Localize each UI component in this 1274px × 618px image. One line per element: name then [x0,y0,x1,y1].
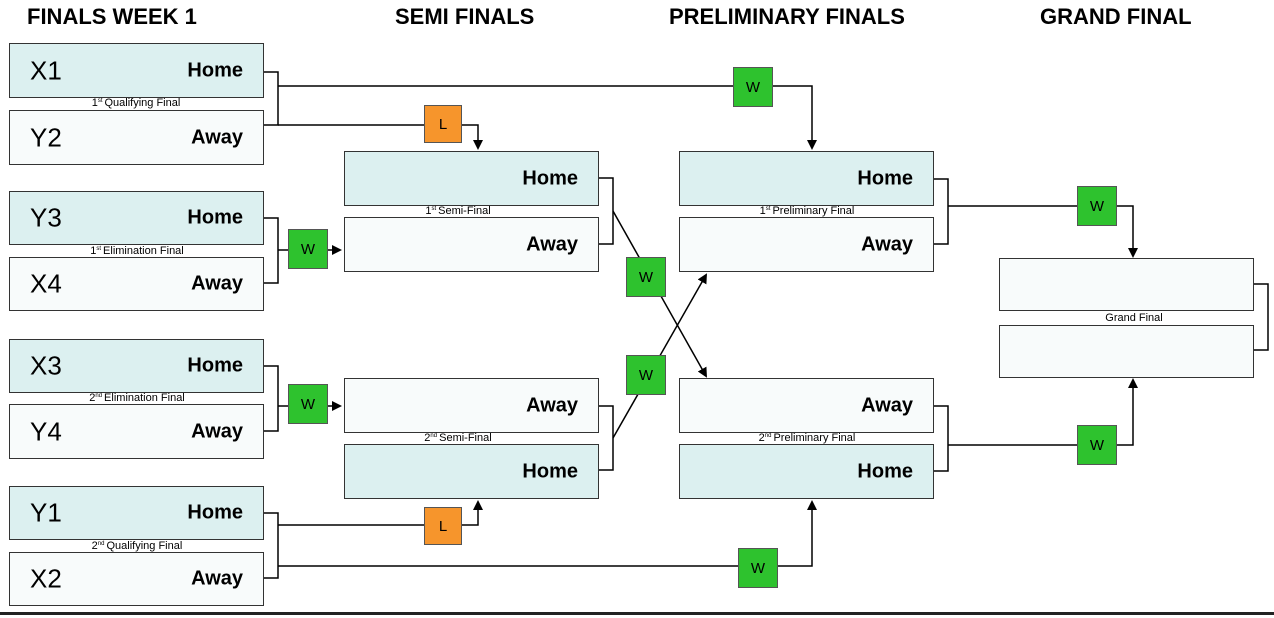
team-name: X3 [30,350,62,381]
sf1-winner-badge: W [626,257,666,297]
qf1-winner-line [278,85,817,150]
sf1-top-slot: Home [344,151,599,206]
side-label: Home [522,167,578,189]
sf2-bottom-slot: Home [344,444,599,499]
grand-final-connector [1254,283,1269,351]
side-label: Home [187,206,243,229]
sf2-winner-badge: W [626,355,666,395]
ef2-home-slot: X3 Home [9,339,264,393]
qf1-away-slot: Y2 Away [9,110,264,165]
grand-final-bottom-slot [999,325,1254,378]
side-label: Away [191,420,243,442]
side-label: Away [861,394,913,416]
qf1-home-slot: X1 Home [9,43,264,98]
pf1-winner-badge: W [1077,186,1117,226]
team-name: Y4 [30,416,62,446]
side-label: Home [522,460,578,482]
pf2-top-slot: Away [679,378,934,433]
ef2-away-slot: Y4 Away [9,404,264,459]
pf1-connector [934,178,949,245]
team-name: X1 [30,55,62,85]
qf1-winner-badge: W [733,67,773,107]
side-label: Home [187,59,243,81]
pf1-winner-line [948,205,1138,258]
pf2-bottom-slot: Home [679,444,934,499]
team-name: X2 [30,563,62,594]
team-name: Y2 [30,122,62,152]
pf1-bottom-slot: Away [679,217,934,272]
header-preliminary-finals: PRELIMINARY FINALS [669,4,905,29]
grand-final-top-slot [999,258,1254,311]
side-label: Away [191,567,243,590]
side-label: Home [187,501,243,524]
team-name: X4 [30,268,62,299]
grand-final-label: Grand Final [1105,312,1163,324]
qf1-loser-line [278,124,483,150]
pf1-top-slot: Home [679,151,934,206]
qf2-home-slot: Y1 Home [9,486,264,540]
qf2-away-slot: X2 Away [9,552,264,606]
sf1-connector [599,177,614,245]
pf2-winner-line [948,378,1138,446]
side-label: Away [526,394,578,416]
sf2-connector [599,405,614,471]
header-grand-final: GRAND FINAL [1040,4,1192,29]
header-semi-finals: SEMI FINALS [395,4,535,29]
ef2-winner-badge: W [288,384,328,424]
side-label: Home [857,167,913,189]
side-label: Away [191,272,243,295]
qf2-loser-line [278,500,483,526]
pf2-winner-badge: W [1077,425,1117,465]
sf2-top-slot: Away [344,378,599,433]
pf2-connector [934,405,949,472]
side-label: Away [526,233,578,255]
header-finals-week-1: FINALS WEEK 1 [27,4,197,29]
ef1-away-slot: X4 Away [9,257,264,311]
qf1-loser-badge: L [424,105,462,143]
ef1-connector [264,217,279,284]
side-label: Away [191,126,243,148]
qf1-connector [264,71,279,126]
qf2-winner-badge: W [738,548,778,588]
team-name: Y1 [30,497,62,528]
sf1-bottom-slot: Away [344,217,599,272]
ef1-home-slot: Y3 Home [9,191,264,245]
side-label: Away [861,233,913,255]
ef1-winner-badge: W [288,229,328,269]
side-label: Home [187,354,243,377]
ef2-connector [264,365,279,432]
side-label: Home [857,460,913,482]
bottom-divider [0,612,1274,615]
team-name: Y3 [30,202,62,233]
qf2-connector [264,512,279,579]
qf2-winner-line [278,500,817,567]
qf2-loser-badge: L [424,507,462,545]
